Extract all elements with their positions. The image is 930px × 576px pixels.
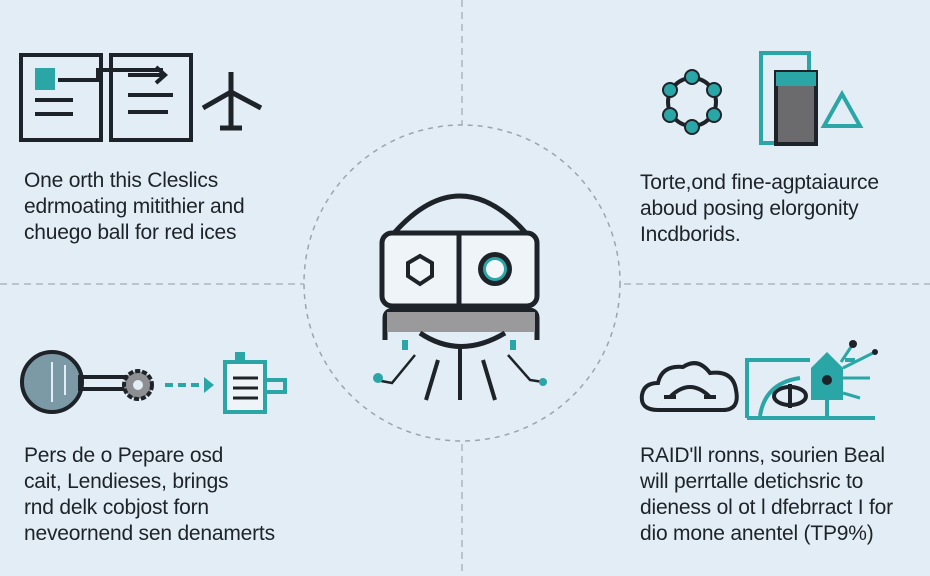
text-line: will perrtalle detichsric to	[640, 470, 864, 493]
text-line: Pers de o Pepare osd	[24, 444, 224, 467]
text-line: RAID'll ronns, sourien Beal	[640, 444, 885, 467]
text-line: cait, Lendieses, brings	[24, 470, 229, 493]
text-line: dieness ol ot l dfebrract I for	[640, 496, 893, 519]
storage-device-icon	[759, 51, 818, 146]
globe-gear-process-icon	[20, 350, 287, 414]
text-line: neveornend sen denamerts	[24, 522, 275, 545]
text-line: dio mone anentel (TP9%)	[640, 522, 874, 545]
panel-text-top-right: Torte,ond fine-agptaiaurce aboud posing …	[640, 170, 879, 248]
panel-text-bottom-right: RAID'll ronns, sourien Beal will perrtal…	[640, 443, 893, 547]
panel-text-bottom-left: Pers de o Pepare osd cait, Lendieses, br…	[24, 443, 275, 547]
panel-text-top-left: One orth this Cleslics edrmoating mitith…	[24, 168, 245, 246]
robot-device-icon	[373, 193, 547, 401]
text-line: Incdborids.	[640, 223, 741, 246]
text-line: chuego ball for red ices	[24, 221, 237, 244]
text-line: edrmoating mitithier and	[24, 195, 245, 218]
text-line: aboud posing elorgonity	[640, 197, 859, 220]
text-line: rnd delk cobjost forn	[24, 496, 209, 519]
text-line: Torte,ond fine-agptaiaurce	[640, 171, 879, 194]
text-line: One orth this Cleslics	[24, 169, 219, 192]
triangle-icon	[820, 89, 864, 128]
cloud-icon	[639, 361, 739, 412]
network-ring-icon	[662, 69, 722, 135]
document-transfer-icon	[19, 53, 263, 142]
monitoring-house-eye-icon	[745, 340, 878, 420]
